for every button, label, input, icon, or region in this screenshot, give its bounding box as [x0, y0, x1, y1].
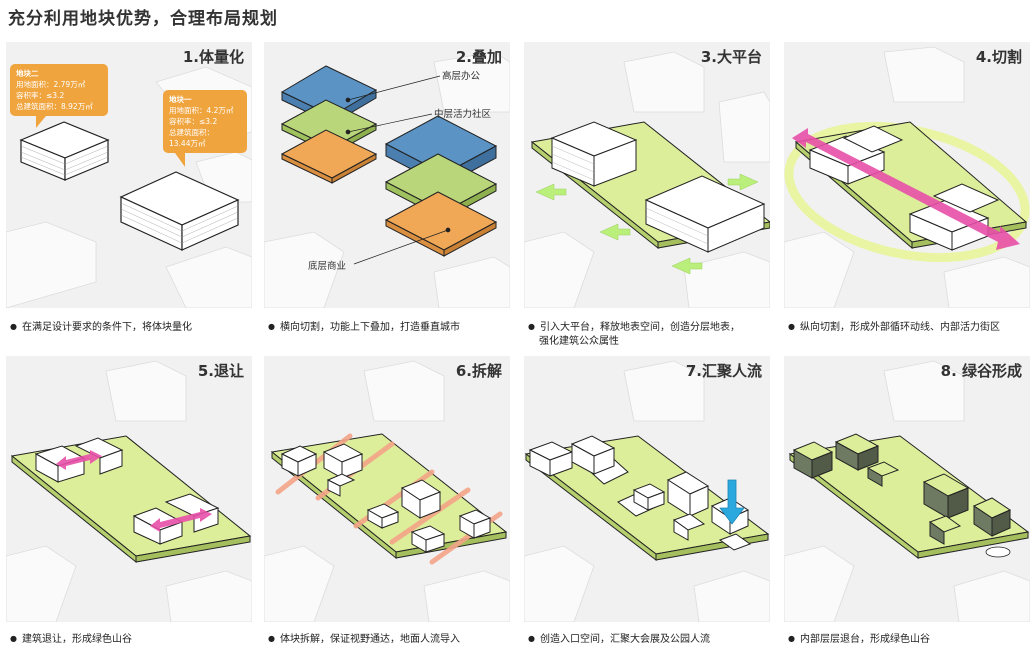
step-2-panel: 2.叠加 高层办公 中层活力社区 底层商业	[264, 42, 510, 308]
step-7-caption-text: 创造入口空间，汇聚大会展及公园人流	[539, 634, 710, 645]
label-ground-commercial: 底层商业	[308, 261, 347, 272]
step-8-caption: ●内部层层退台，形成绿色山谷	[788, 634, 930, 645]
step-1-caption: ●在满足设计要求的条件下，将体块量化	[10, 322, 192, 333]
step-6-title: 6.拆解	[455, 362, 502, 380]
plot-2-header: 地块二	[16, 69, 39, 78]
step-1-diagram	[6, 66, 252, 308]
step-1-caption-text: 在满足设计要求的条件下，将体块量化	[21, 322, 192, 333]
step-8-caption-text: 内部层层退台，形成绿色山谷	[799, 634, 930, 645]
plot-2-total: 总建筑面积：8.92万㎡	[16, 102, 93, 111]
step-6-caption-text: 体块拆解，保证视野通达，地面人流导入	[279, 634, 460, 645]
step-6-caption: ●体块拆解，保证视野通达，地面人流导入	[268, 634, 460, 645]
step-2-caption-text: 横向切割，功能上下叠加，打造垂直城市	[279, 322, 460, 333]
step-1-panel: 1.体量化 地块二 用地面积：2.79万㎡ 容积率：≤3.2 总建筑面积：8.9…	[6, 42, 252, 308]
step-8-title: 8. 绿谷形成	[940, 362, 1022, 380]
step-4-diagram	[784, 46, 1030, 308]
step-2-diagram	[264, 51, 510, 308]
step-4-panel: 4.切割	[784, 42, 1030, 308]
plot-1-far: 容积率：≤3.2	[169, 117, 218, 126]
step-7-diagram	[524, 360, 770, 622]
step-6-panel: 6.拆解	[264, 356, 510, 622]
step-5-panel: 5.退让	[6, 356, 252, 622]
step-3-caption-text-2: 强化建筑公众属性	[539, 336, 619, 347]
plot-1-area: 用地面积：4.2万㎡	[169, 106, 234, 115]
step-3-caption: ●引入大平台，释放地表空间，创造分层地表， 强化建筑公众属性	[528, 320, 774, 349]
plot-1-total-label: 总建筑面积：	[169, 128, 214, 137]
step-4-title: 4.切割	[975, 48, 1022, 66]
step-2-caption: ●横向切割，功能上下叠加，打造垂直城市	[268, 322, 460, 333]
step-3-title: 3.大平台	[700, 48, 762, 66]
plot-2-callout: 地块二 用地面积：2.79万㎡ 容积率：≤3.2 总建筑面积：8.92万㎡	[10, 64, 108, 128]
step-4-caption: ●纵向切割，形成外部循环动线、内部活力街区	[788, 322, 1000, 333]
step-5-diagram	[6, 360, 252, 622]
step-6-diagram	[264, 360, 510, 622]
step-3-caption-text: 引入大平台，释放地表空间，创造分层地表，	[539, 322, 740, 333]
step-7-caption: ●创造入口空间，汇聚大会展及公园人流	[528, 634, 710, 645]
step-3-diagram	[524, 51, 770, 308]
label-high-rise-office: 高层办公	[442, 71, 481, 82]
step-7-panel: 7.汇聚人流	[524, 356, 770, 622]
step-8-diagram	[784, 360, 1030, 622]
plot-1-callout: 地块一 用地面积：4.2万㎡ 容积率：≤3.2 总建筑面积： 13.44万㎡	[163, 90, 247, 167]
step-5-caption: ●建筑退让，形成绿色山谷	[10, 634, 132, 645]
step-5-caption-text: 建筑退让，形成绿色山谷	[21, 634, 132, 645]
step-8-panel: 8. 绿谷形成	[784, 356, 1030, 622]
step-1-title: 1.体量化	[182, 48, 244, 66]
step-2-title: 2.叠加	[455, 48, 502, 66]
plot-1-header: 地块一	[169, 95, 192, 104]
step-5-title: 5.退让	[197, 362, 244, 380]
page-title: 充分利用地块优势，合理布局规划	[8, 9, 278, 29]
step-4-caption-text: 纵向切割，形成外部循环动线、内部活力街区	[799, 322, 1000, 333]
label-mid-community: 中层活力社区	[434, 109, 492, 120]
step-3-panel: 3.大平台	[524, 42, 770, 308]
plot-2-far: 容积率：≤3.2	[16, 91, 65, 100]
plot-2-area: 用地面积：2.79万㎡	[16, 80, 86, 89]
step-7-title: 7.汇聚人流	[685, 362, 762, 380]
plot-1-total-value: 13.44万㎡	[169, 139, 206, 148]
